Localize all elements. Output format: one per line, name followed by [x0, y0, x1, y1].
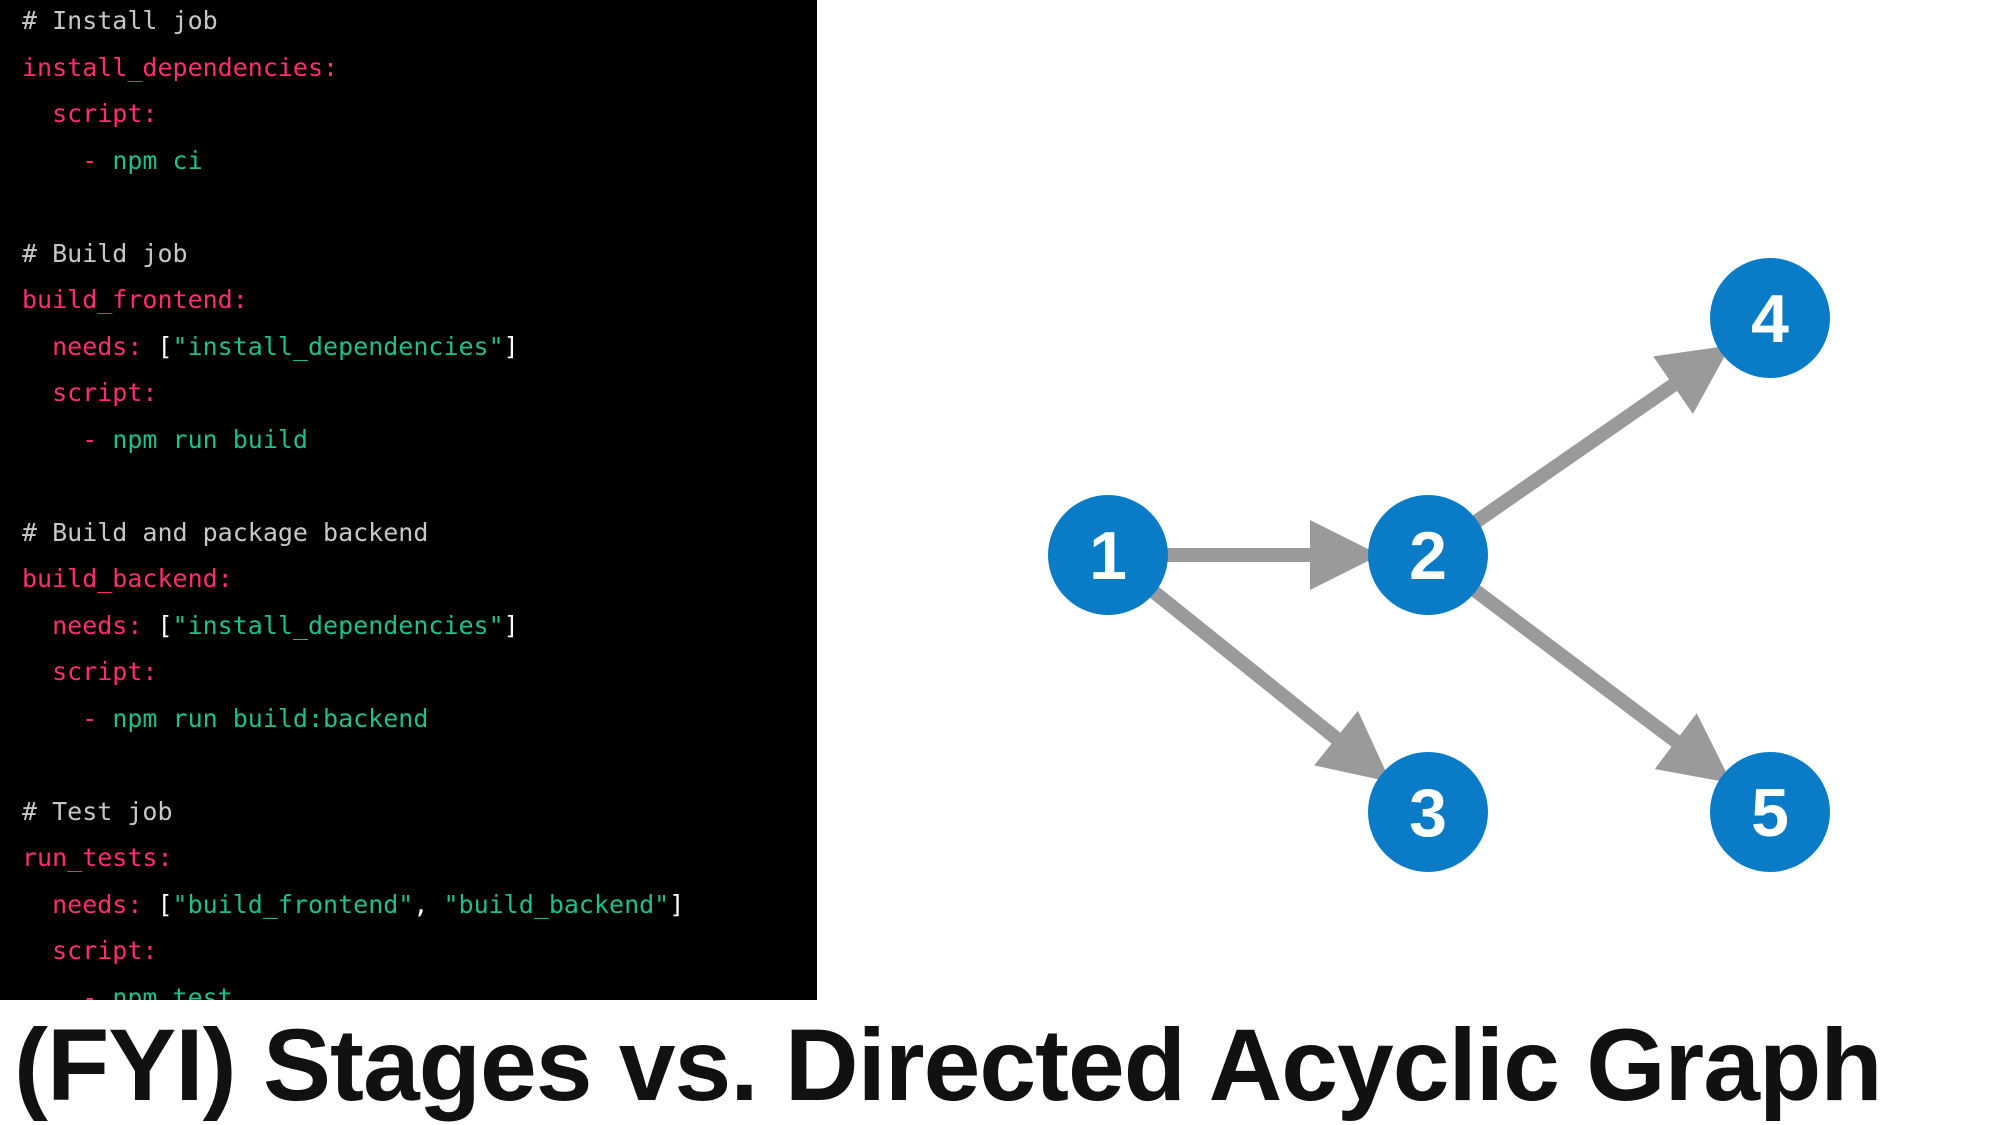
code-line: needs: ["build_frontend", "build_backend… — [22, 889, 684, 921]
node-circle — [1368, 752, 1488, 872]
code-panel: # Install job install_dependencies: scrip… — [0, 0, 817, 1000]
code-line: # Test job — [22, 796, 173, 828]
code-line: # Build and package backend — [22, 517, 428, 549]
code-token: script: — [22, 99, 158, 128]
node-3: 3 — [1368, 752, 1488, 872]
edge-2-5 — [1466, 581, 1732, 784]
code-line: script: — [22, 377, 157, 409]
code-line: install_dependencies: — [22, 52, 338, 84]
code-token: npm run build:backend — [112, 703, 429, 733]
code-token: ] — [503, 610, 519, 640]
code-line: # Install job — [22, 5, 218, 37]
code-line: - npm ci — [22, 145, 203, 177]
code-token: - — [22, 145, 113, 175]
code-token: script: — [22, 378, 158, 407]
code-token: - — [22, 424, 113, 454]
code-token: - — [22, 703, 113, 733]
code-token: [ — [157, 889, 173, 919]
code-token: install_dependencies: — [22, 52, 339, 82]
code-token: script: — [22, 657, 158, 686]
code-token: # Build and package backend — [22, 517, 429, 547]
code-line: build_backend: — [22, 563, 233, 595]
node-label: 3 — [1409, 775, 1447, 851]
code-token: "build_frontend" — [172, 889, 414, 919]
code-token: , — [413, 889, 444, 919]
code-token: # Test job — [22, 796, 173, 826]
code-token: build_frontend: — [22, 285, 248, 314]
code-token: npm test — [112, 982, 233, 1001]
code-token: # Build job — [22, 238, 188, 268]
edge-2-4 — [1468, 345, 1731, 530]
code-token: needs: — [22, 610, 158, 640]
code-token: - — [22, 982, 113, 1001]
code-token: needs: — [22, 331, 158, 361]
code-token: npm ci — [112, 145, 203, 175]
node-2: 2 — [1368, 495, 1488, 615]
node-circle — [1048, 495, 1168, 615]
code-line: needs: ["install_dependencies"] — [22, 610, 519, 642]
code-line: - npm run build — [22, 424, 308, 456]
code-line: needs: ["install_dependencies"] — [22, 331, 519, 363]
code-token: npm run build — [112, 424, 308, 454]
code-token: needs: — [22, 889, 158, 919]
node-4: 4 — [1710, 258, 1830, 378]
node-label: 5 — [1751, 775, 1789, 851]
node-circle — [1368, 495, 1488, 615]
code-line: run_tests: — [22, 842, 173, 874]
code-token: "build_backend" — [443, 889, 670, 919]
code-token: [ — [157, 331, 173, 361]
node-circle — [1710, 258, 1830, 378]
code-token: script: — [22, 936, 158, 965]
code-line: script: — [22, 935, 157, 967]
code-line: script: — [22, 656, 157, 688]
node-5: 5 — [1710, 752, 1830, 872]
code-token: "install_dependencies" — [172, 331, 504, 361]
node-label: 4 — [1751, 281, 1789, 357]
code-line: script: — [22, 98, 157, 130]
node-label: 2 — [1409, 518, 1447, 594]
code-token: build_backend: — [22, 564, 233, 593]
dag-diagram: 1 2 3 4 5 — [1048, 258, 1830, 872]
edge-1-3 — [1145, 583, 1391, 782]
code-line: - npm run build:backend — [22, 703, 428, 735]
code-line: - npm test — [22, 982, 233, 1001]
code-line: # Build job — [22, 238, 188, 270]
code-token: run_tests: — [22, 843, 173, 872]
code-token: [ — [157, 610, 173, 640]
code-line: build_frontend: — [22, 284, 248, 316]
node-circle — [1710, 752, 1830, 872]
code-token: "install_dependencies" — [172, 610, 504, 640]
code-token: ] — [503, 331, 519, 361]
code-token: # Install job — [22, 6, 218, 35]
node-label: 1 — [1089, 518, 1127, 594]
slide-title: (FYI) Stages vs. Directed Acyclic Graph — [14, 1008, 1883, 1122]
node-1: 1 — [1048, 495, 1168, 615]
code-token: ] — [669, 889, 685, 919]
